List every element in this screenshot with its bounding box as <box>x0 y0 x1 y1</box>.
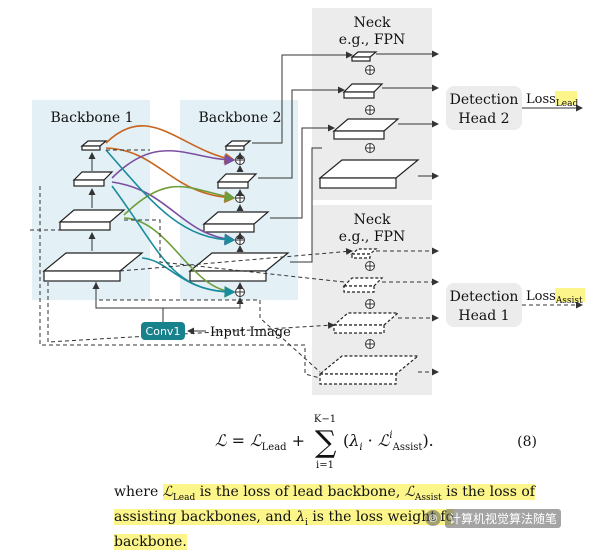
sum-lower: i=1 <box>316 460 334 471</box>
loss-lead-label: LossLead <box>526 92 578 109</box>
neck-top-subtitle: e.g., FPN <box>339 32 405 48</box>
sum-upper: K−1 <box>314 414 336 425</box>
backbone2-feature-maps <box>188 140 290 282</box>
neck-top-title: Neck <box>354 15 391 31</box>
framework-diagram: Backbone 1 Backbone 2 Neck e.g., FPN Nec… <box>30 8 585 395</box>
neck-top-maps <box>318 51 420 189</box>
backbone2-label: Backbone 2 <box>198 110 281 126</box>
backbone1-feature-maps <box>42 140 144 282</box>
watermark-text: 计算机视觉算法随笔 <box>445 508 562 528</box>
head2-line1: Detection <box>450 92 519 108</box>
loss-lead-highlight <box>555 91 577 105</box>
neck-bottom-title: Neck <box>354 212 391 228</box>
backbone1-label: Backbone 1 <box>50 110 133 126</box>
detection-head-2 <box>446 86 522 130</box>
neck-bottom-subtitle: e.g., FPN <box>339 229 405 245</box>
watermark: ◎ 计算机视觉算法随笔 <box>425 507 595 529</box>
detection-head-1 <box>446 283 522 327</box>
svg-text:(λi · ℒiAssist).: (λi · ℒiAssist). <box>343 430 434 453</box>
equation-number: (8) <box>517 434 537 450</box>
loss-assist-highlight <box>555 288 585 302</box>
conv1-block <box>141 322 185 340</box>
loss-equation: ℒ = ℒLead + K−1 ∑ i=1 (λi · ℒiAssist). (… <box>215 414 537 471</box>
head1-line2: Head 1 <box>458 308 509 324</box>
neck-bottom-maps <box>318 248 420 385</box>
head1-line1: Detection <box>450 289 519 305</box>
loss-assist-label: LossAssist <box>526 289 583 306</box>
wechat-logo-icon: ◎ <box>425 510 441 526</box>
conv1-label: Conv1 <box>146 325 181 338</box>
input-image-label: Input Image <box>210 325 291 340</box>
head2-line2: Head 2 <box>458 111 509 127</box>
paper-paragraph: where ℒLead is the loss of lead backbone… <box>114 484 535 550</box>
svg-text:∑: ∑ <box>315 425 337 460</box>
svg-text:ℒ = ℒLead +: ℒ = ℒLead + <box>215 431 305 453</box>
